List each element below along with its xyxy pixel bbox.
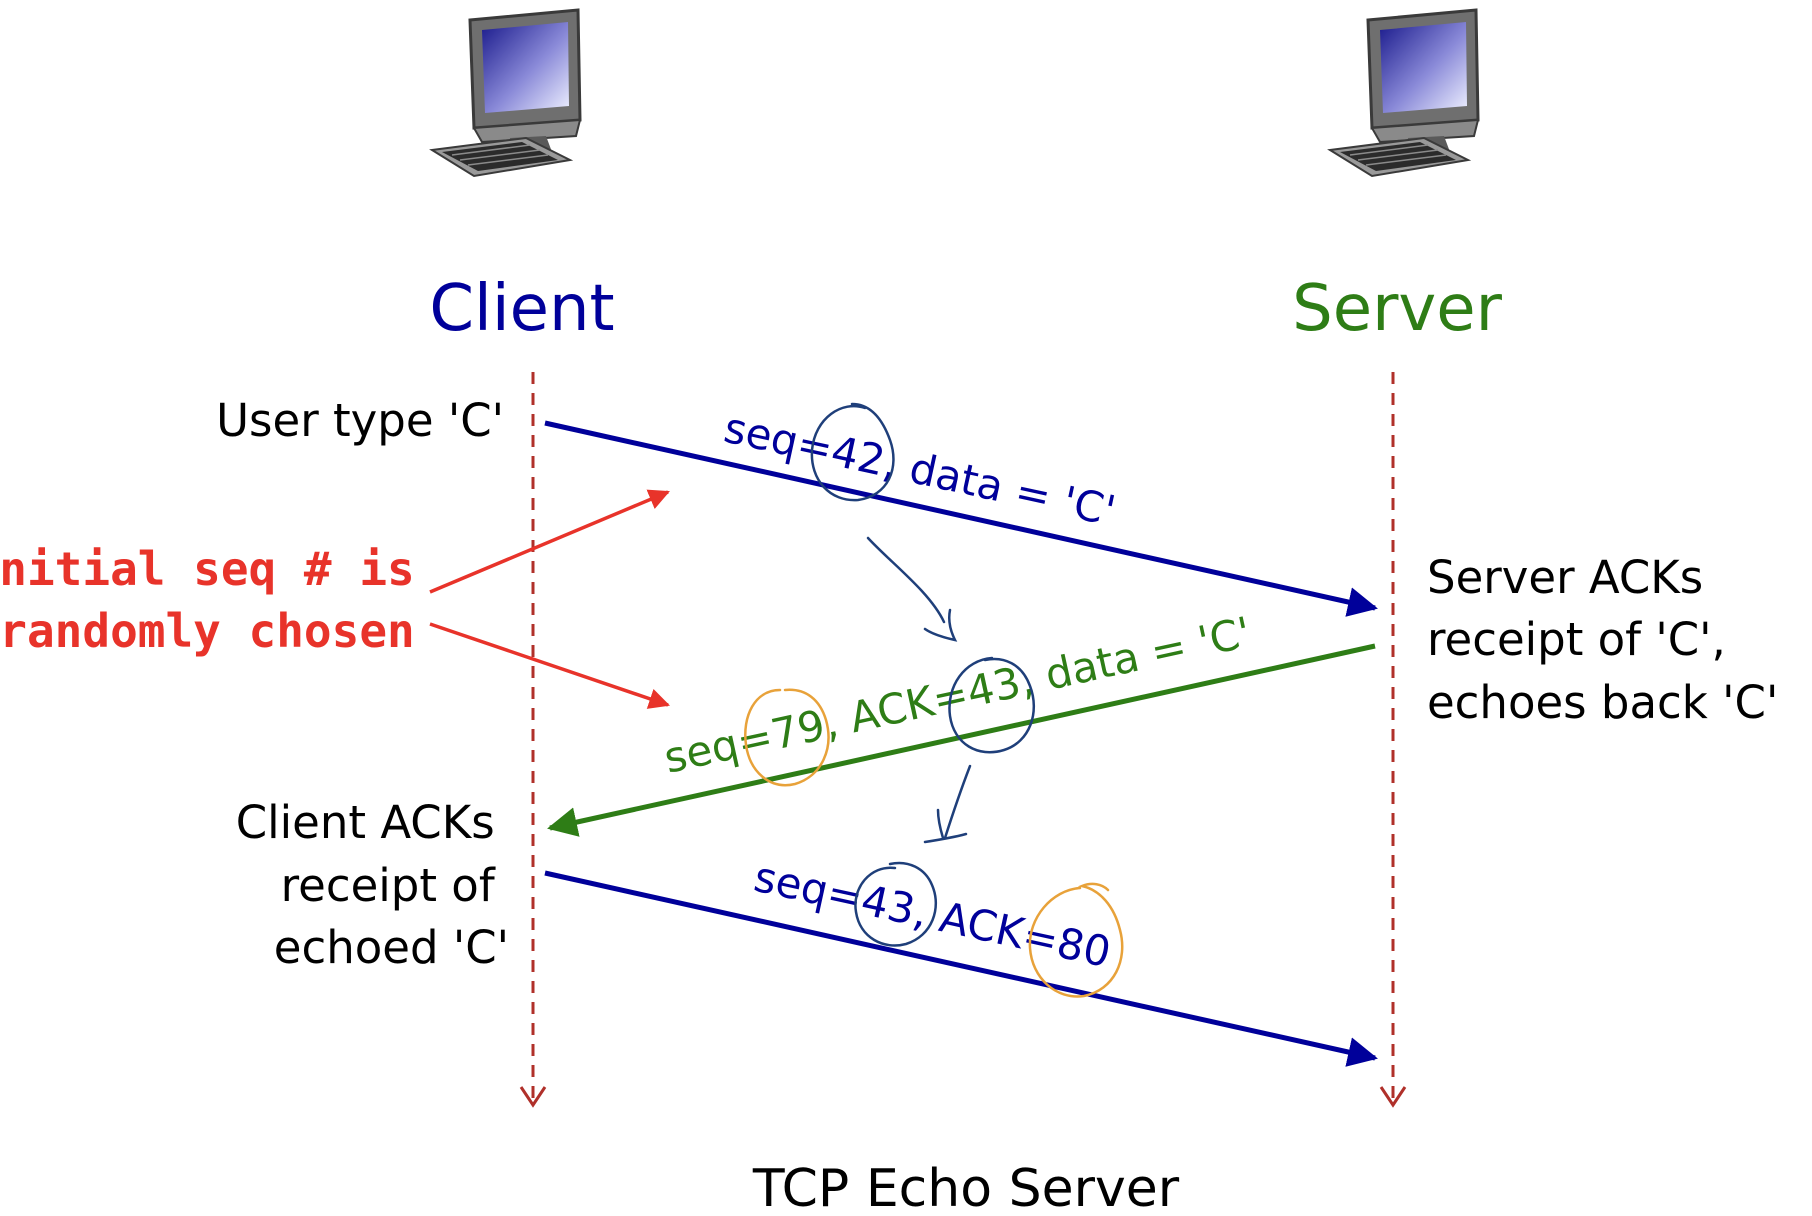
client-timeline — [519, 372, 547, 1108]
circle-seq-79 — [744, 688, 830, 787]
callout-line-1: Initial seq # is — [0, 542, 415, 596]
client-note-acks: Client ACKs receipt of echoed 'C' — [236, 796, 509, 974]
callout-arrow-bottom — [429, 622, 670, 709]
handdrawn-annotations — [744, 402, 1124, 998]
circle-ack-80 — [1028, 882, 1124, 998]
svg-text:Initial seq # is randoml: Initial seq # is randomly chosen — [0, 542, 442, 658]
message-arrow-3 — [544, 870, 1378, 1067]
message-label-1: seq=42, data = 'C' — [720, 403, 1120, 536]
message-arrow-1 — [544, 420, 1378, 617]
server-computer-icon — [1327, 8, 1480, 178]
client-note-user-types: User type 'C' — [216, 394, 504, 447]
annotation-arrow-1 — [866, 536, 958, 642]
server-note-acks: Server ACKs receipt of 'C', echoes back … — [1427, 551, 1778, 729]
callout-line-2: randomly chosen — [0, 604, 415, 658]
circle-seq-42 — [810, 402, 895, 502]
diagram-caption: TCP Echo Server — [752, 1159, 1180, 1216]
annotation-arrow-2 — [923, 764, 972, 844]
initial-seq-callout: Initial seq # is randomly chosen — [0, 489, 670, 709]
circle-ack-43 — [948, 656, 1035, 754]
client-title: Client — [429, 272, 614, 346]
client-computer-icon — [429, 8, 582, 178]
server-title: Server — [1292, 272, 1503, 346]
message-arrow-2 — [547, 643, 1376, 837]
circle-seq-43 — [854, 861, 937, 947]
server-timeline — [1379, 372, 1407, 1108]
callout-arrow-top — [429, 489, 670, 594]
